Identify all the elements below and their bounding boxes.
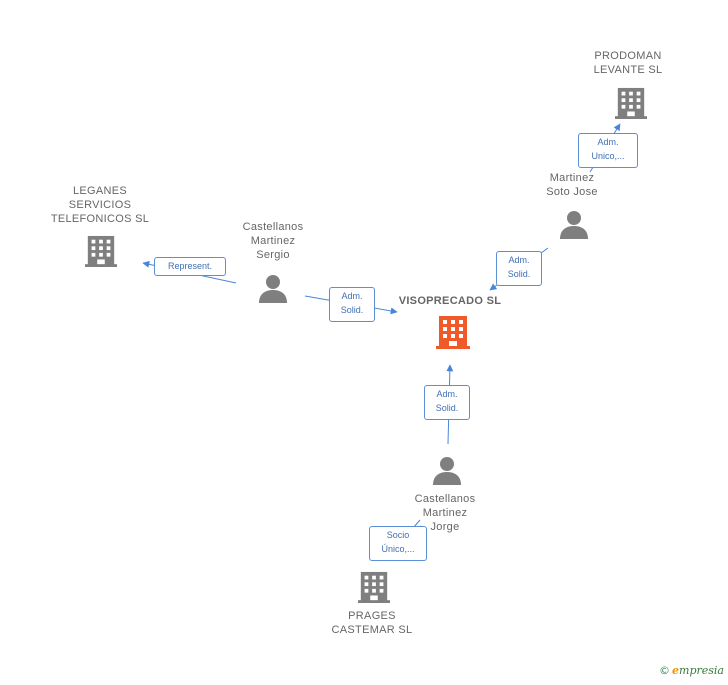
edge-label-jorge-visoprecado[interactable]: Adm. Solid.	[424, 385, 470, 420]
person-icon-soto-jose[interactable]	[559, 210, 589, 240]
brand-initial: e	[672, 664, 680, 677]
edge-label-soto-visoprecado[interactable]: Adm. Solid.	[496, 251, 542, 286]
building-icon-prodoman[interactable]	[615, 86, 647, 120]
person-icon-sergio[interactable]	[258, 274, 288, 304]
edge-label-sergio-visoprecado[interactable]: Adm. Solid.	[329, 287, 375, 322]
person-label-soto-jose[interactable]: Martinez Soto Jose	[546, 172, 598, 198]
company-label-visoprecado[interactable]: VISOPRECADO SL	[398, 295, 502, 307]
person-label-jorge[interactable]: Castellanos Martinez Jorge	[414, 493, 476, 533]
edge-label-soto-prodoman[interactable]: Adm. Unico,...	[578, 133, 638, 168]
copyright-symbol: ©	[659, 664, 671, 677]
building-icon-leganes[interactable]	[85, 234, 117, 268]
edge-label-jorge-prages[interactable]: Socio Único,...	[369, 526, 427, 561]
company-label-prages[interactable]: PRAGES CASTEMAR SL	[331, 610, 413, 636]
empresia-logo[interactable]: ©empresia	[659, 664, 724, 677]
edge-label-sergio-leganes[interactable]: Represent.	[154, 257, 226, 276]
company-label-leganes[interactable]: LEGANES SERVICIOS TELEFONICOS SL	[50, 185, 150, 225]
person-label-sergio[interactable]: Castellanos Martinez Sergio	[242, 221, 304, 261]
company-label-prodoman[interactable]: PRODOMAN LEVANTE SL	[593, 50, 663, 76]
building-icon-prages[interactable]	[358, 570, 390, 604]
brand-name: mpresia	[679, 664, 724, 677]
building-icon-visoprecado[interactable]	[436, 314, 470, 350]
person-icon-jorge[interactable]	[432, 456, 462, 486]
